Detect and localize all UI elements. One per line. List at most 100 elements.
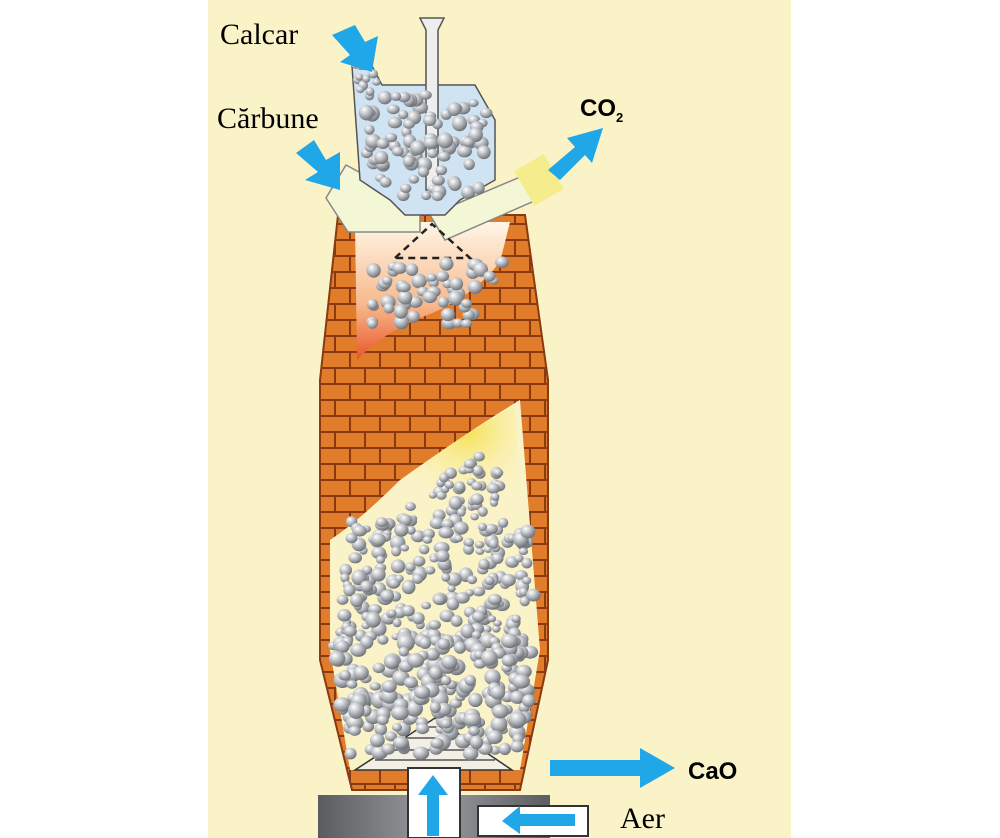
- limestone-pebble: [380, 589, 395, 603]
- limestone-pebble: [473, 262, 488, 277]
- limestone-pebble: [431, 175, 445, 186]
- limestone-pebble: [381, 276, 393, 285]
- carbune-label: Cărbune: [217, 102, 319, 135]
- limestone-pebble: [483, 546, 493, 553]
- limestone-pebble: [403, 119, 415, 129]
- limestone-pebble: [345, 533, 358, 544]
- limestone-pebble: [398, 514, 413, 526]
- limestone-pebble: [470, 493, 484, 506]
- limestone-pebble: [394, 523, 409, 537]
- limestone-pebble: [437, 296, 449, 308]
- limestone-pebble: [415, 723, 430, 735]
- limestone-pebble: [446, 597, 460, 611]
- limestone-pebble: [381, 743, 395, 755]
- limestone-pebble: [437, 132, 453, 149]
- limestone-pebble: [385, 731, 397, 742]
- limestone-pebble: [366, 263, 381, 278]
- limestone-pebble: [400, 183, 412, 193]
- limestone-pebble: [381, 688, 398, 704]
- limestone-pebble: [487, 615, 497, 623]
- limestone-pebble: [453, 521, 469, 535]
- co2-label: CO2: [580, 95, 623, 125]
- limestone-pebble: [372, 78, 381, 86]
- coal-feed-pipe: [325, 164, 421, 233]
- limestone-pebble: [376, 138, 390, 150]
- limestone-pebble: [419, 544, 430, 555]
- limestone-pebble: [401, 579, 416, 595]
- limestone-pebble: [353, 665, 369, 681]
- limestone-pebble: [393, 304, 408, 319]
- limestone-pebble: [430, 738, 444, 749]
- limestone-pebble: [490, 685, 506, 700]
- limestone-pebble: [350, 643, 367, 657]
- limestone-pebble: [379, 176, 392, 188]
- limestone-pebble: [398, 109, 409, 120]
- limestone-pebble: [348, 725, 361, 736]
- limestone-pebble: [377, 634, 389, 645]
- limestone-pebble: [490, 492, 500, 501]
- limestone-pebble: [350, 593, 364, 608]
- cao-label: CaO: [688, 758, 737, 785]
- limestone-pebble: [522, 694, 536, 708]
- co2-label-main: CO: [580, 95, 616, 122]
- limestone-pebble: [514, 554, 524, 563]
- limestone-pebble: [405, 502, 416, 511]
- limestone-pebble: [423, 115, 437, 126]
- limestone-pebble: [475, 548, 485, 555]
- limestone-pebble: [447, 102, 462, 117]
- limestone-pebble: [419, 90, 432, 100]
- limestone-pebble: [396, 634, 415, 652]
- limestone-pebble: [414, 685, 431, 699]
- arrow-icon: [296, 25, 675, 836]
- limestone-pebble: [491, 704, 509, 719]
- limestone-pebble: [498, 742, 511, 756]
- limestone-pebble: [463, 158, 475, 170]
- limestone-pebble: [339, 669, 351, 681]
- limestone-pebble: [391, 723, 403, 732]
- limestone-pebble: [468, 692, 483, 708]
- limestone-pebble: [343, 625, 357, 637]
- limestone-pebble: [441, 519, 454, 529]
- limestone-pebble: [366, 298, 378, 310]
- limestone-pebble: [468, 726, 480, 736]
- limestone-pebble: [472, 181, 485, 195]
- limestone-pebble: [412, 555, 426, 567]
- limestone-pebble: [392, 618, 402, 628]
- limestone-pebble: [412, 573, 424, 585]
- limestone-pebble: [519, 596, 530, 607]
- limestone-pebble: [493, 619, 502, 627]
- limestone-pebble: [360, 580, 373, 593]
- limestone-pebble: [406, 525, 416, 535]
- limestone-pebble: [488, 538, 499, 549]
- limestone-pebble: [492, 468, 504, 478]
- limestone-pebble: [470, 513, 479, 521]
- limestone-pebble: [391, 705, 409, 721]
- limestone-pebble: [405, 263, 419, 276]
- limestone-pebble: [344, 747, 357, 760]
- limestone-pebble: [450, 615, 463, 627]
- limestone-pebble: [358, 104, 374, 121]
- limestone-pebble: [401, 605, 415, 617]
- limestone-pebble: [476, 145, 491, 160]
- limestone-pebble: [392, 262, 407, 274]
- limestone-pebble: [435, 270, 450, 282]
- limestone-pebble: [510, 740, 524, 753]
- limestone-pebble: [339, 563, 353, 577]
- limestone-pebbles: [327, 59, 541, 761]
- limestone-pebble: [490, 715, 508, 733]
- limestone-pebble: [388, 578, 400, 589]
- limestone-pebble: [390, 91, 402, 101]
- limestone-pebble: [397, 282, 411, 293]
- limestone-pebble: [462, 137, 475, 148]
- limestone-pebble: [346, 680, 358, 689]
- limestone-pebble: [351, 569, 367, 586]
- limestone-pebble: [501, 654, 516, 667]
- limestone-pebble: [424, 566, 436, 575]
- limestone-pebble: [402, 155, 415, 168]
- limestone-pebble: [464, 674, 476, 686]
- limestone-pebble: [453, 641, 467, 654]
- limestone-pebble: [435, 165, 448, 176]
- limestone-pebble: [473, 451, 485, 462]
- limestone-pebble: [462, 747, 479, 761]
